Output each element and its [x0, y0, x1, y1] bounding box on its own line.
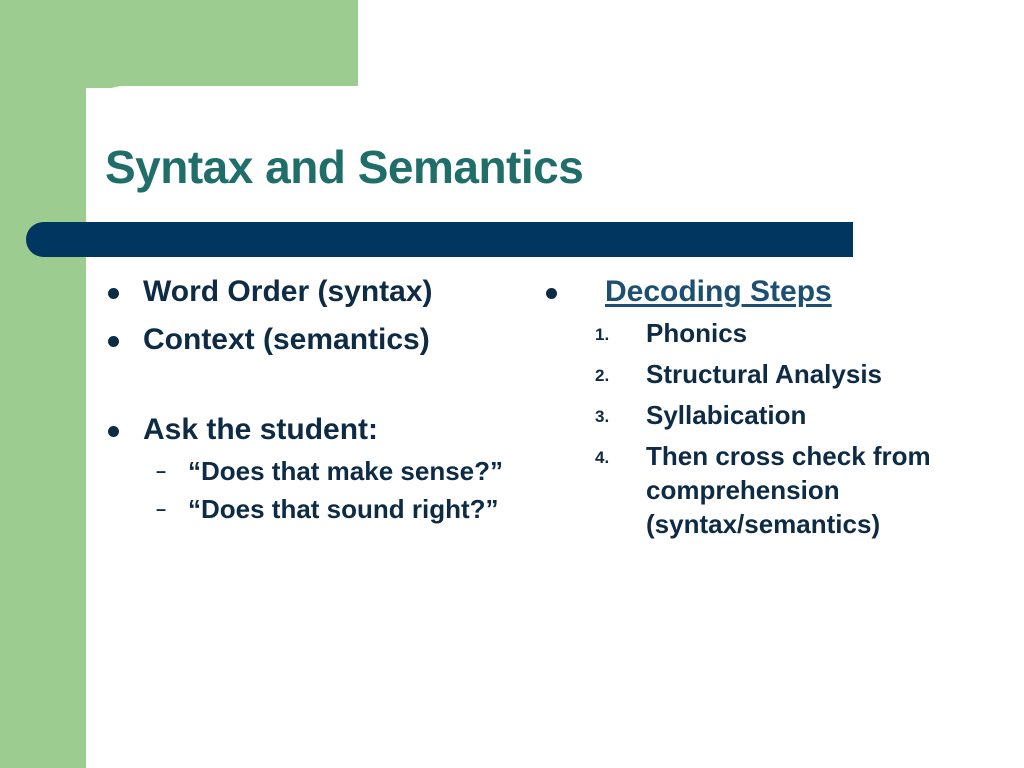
step-item: 1. Phonics [540, 316, 1010, 350]
step-number: 3. [595, 407, 610, 426]
question-list: – “Does that make sense?” – “Does that s… [143, 454, 525, 526]
left-column: Word Order (syntax) Context (semantics) … [105, 272, 525, 534]
slide-title: Syntax and Semantics [105, 141, 584, 193]
step-number: 2. [595, 366, 610, 385]
step-item: 4. Then cross check from comprehension (… [540, 439, 1010, 541]
step-text: Syllabication [646, 400, 807, 430]
bullet-word-order: Word Order (syntax) [105, 272, 525, 312]
decoding-steps-list: 1. Phonics 2. Structural Analysis 3. Syl… [540, 316, 1010, 541]
step-number: 4. [595, 448, 610, 467]
step-text: Then cross check from comprehension (syn… [646, 441, 931, 539]
step-number: 1. [595, 325, 610, 344]
decoding-steps-label: Decoding Steps [605, 275, 832, 308]
question-item: – “Does that sound right?” [143, 492, 525, 526]
left-bullet-list: Word Order (syntax) Context (semantics) … [105, 272, 525, 526]
step-item: 3. Syllabication [540, 398, 1010, 432]
question-text: “Does that make sense?” [188, 456, 504, 486]
step-text: Structural Analysis [646, 359, 883, 389]
bullet-ask-student: Ask the student: – “Does that make sense… [105, 410, 525, 526]
bullet-context: Context (semantics) [105, 320, 525, 360]
ask-student-label: Ask the student: [143, 413, 379, 446]
decoding-steps-heading: Decoding Steps [540, 272, 1010, 312]
step-item: 2. Structural Analysis [540, 357, 1010, 391]
title-underline-bar [26, 222, 853, 257]
step-text: Phonics [646, 318, 748, 348]
dash-marker: – [156, 461, 167, 481]
right-column: Decoding Steps 1. Phonics 2. Structural … [540, 272, 1010, 548]
dash-marker: – [156, 499, 167, 519]
slide-content-panel [86, 86, 1024, 768]
green-accent-left [0, 0, 86, 768]
question-text: “Does that sound right?” [188, 494, 499, 524]
question-item: – “Does that make sense?” [143, 454, 525, 488]
